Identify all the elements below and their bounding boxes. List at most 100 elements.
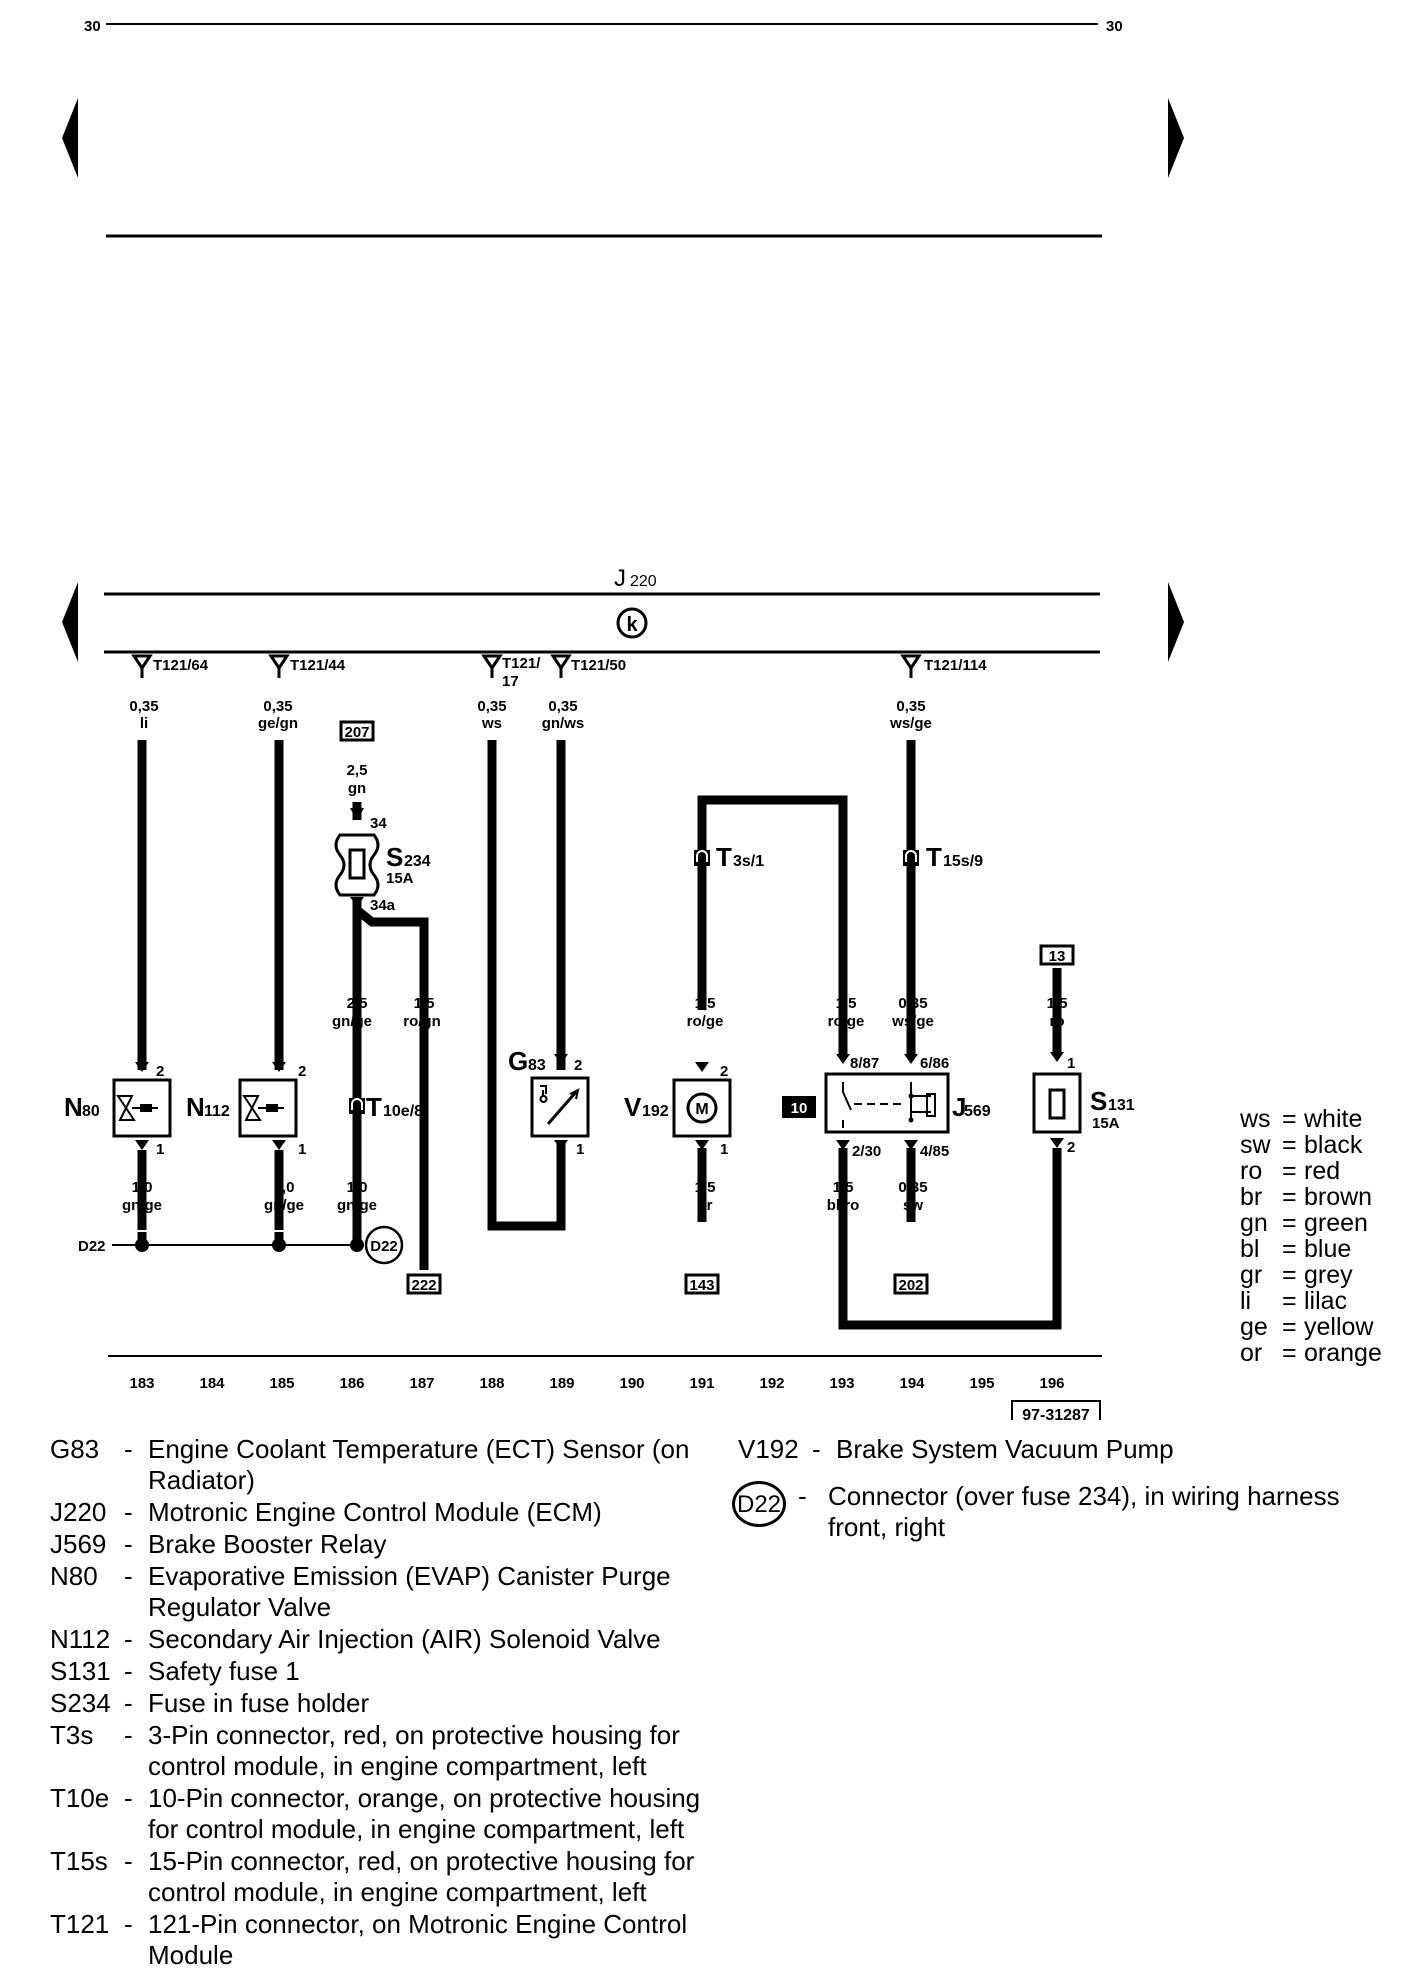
ecm-label-sub: 220 <box>630 573 657 590</box>
legend-code: T3s <box>50 1720 94 1750</box>
s234-pin-out: 34a <box>370 897 396 914</box>
connector-t10e: T 10e/8 <box>349 1092 423 1122</box>
color-name: black <box>1304 1131 1363 1159</box>
j569-p1: 8/87 <box>850 1055 879 1072</box>
color-abbr: sw <box>1240 1131 1271 1159</box>
legend-row: T3s-3-Pin connector, red, on protective … <box>50 1720 730 1782</box>
v192-pin-top: 2 <box>720 1063 728 1080</box>
w194-bot-size: 0,35 <box>898 1179 927 1196</box>
page-number-left: 30 <box>84 18 101 35</box>
s234-label: S <box>386 842 403 872</box>
legend-row: T15s-15-Pin connector, red, on protectiv… <box>50 1846 730 1908</box>
legend-code: T121 <box>50 1909 110 1939</box>
w194-bot-color: sw <box>903 1197 923 1214</box>
w186-upper-size: 2,5 <box>347 762 368 779</box>
ecm-symbol-text: k <box>626 614 638 636</box>
w189-color: gn/ws <box>542 715 585 732</box>
legend-dash: - <box>124 1909 133 1939</box>
color-abbr: br <box>1240 1183 1263 1211</box>
color-key-row: li=lilac <box>1240 1288 1382 1314</box>
g83-sub: 83 <box>528 1057 546 1074</box>
prev-section-arrow-icon[interactable] <box>62 582 78 662</box>
color-equals: = <box>1282 1105 1297 1133</box>
color-abbr: li <box>1240 1287 1252 1315</box>
v192-label: V <box>624 1092 642 1122</box>
legend-code: D22 <box>732 1481 786 1527</box>
color-name: brown <box>1304 1183 1373 1211</box>
w185-size: 0,35 <box>263 698 292 715</box>
w194-color: ws/ge <box>889 715 932 732</box>
s131-pin-top: 1 <box>1067 1055 1075 1072</box>
w193-size: 1,5 <box>836 995 857 1012</box>
next-page-arrow-icon[interactable] <box>1168 98 1184 178</box>
color-key-row: ws=white <box>1240 1106 1382 1132</box>
n112-sub: 112 <box>204 1103 230 1120</box>
legend-desc: 10-Pin connector, orange, on protective … <box>148 1783 701 1844</box>
color-abbr: gn <box>1240 1209 1268 1237</box>
w196-size: 1,5 <box>1047 995 1068 1012</box>
color-equals: = <box>1282 1261 1297 1289</box>
w188-color: ws <box>481 715 502 732</box>
pump-v192: 2 M 1 V 192 <box>624 1062 732 1158</box>
j569-p2: 6/86 <box>920 1055 949 1072</box>
next-section-arrow-icon[interactable] <box>1168 582 1184 662</box>
fuse-s234: 34 34a S 234 15A <box>334 808 431 914</box>
t3s-label: T <box>716 842 732 872</box>
legend-desc: Brake System Vacuum Pump <box>836 1434 1174 1464</box>
legend-right: V192 - Brake System Vacuum Pump D22 - Co… <box>732 1434 1378 1544</box>
legend-code: S131 <box>50 1656 111 1686</box>
pin-t121-44: T121/44 <box>290 657 346 674</box>
page-number-right: 30 <box>1106 18 1123 35</box>
w185-bot-color: gn/ge <box>264 1197 304 1214</box>
n112-label: N <box>186 1092 205 1122</box>
n80-label: N <box>64 1092 83 1122</box>
connector-t3s: T 3s/1 <box>694 842 764 872</box>
bottom-refs: 222 143 202 <box>406 1273 929 1295</box>
w193-bot-size: 1,5 <box>833 1179 854 1196</box>
ref-202: 202 <box>898 1277 923 1294</box>
w187-size: 1,5 <box>414 995 435 1012</box>
w186-lower-size: 2,5 <box>347 995 368 1012</box>
g83-pin-top: 2 <box>574 1057 582 1074</box>
color-abbr: ws <box>1240 1105 1271 1133</box>
ref-13: 13 <box>1049 948 1066 965</box>
ref-222: 222 <box>411 1277 436 1294</box>
ruler-number: 193 <box>829 1375 854 1392</box>
pin-t121-64: T121/64 <box>153 657 209 674</box>
pin-t121-114: T121/114 <box>924 657 987 674</box>
legend-code: T10e <box>50 1783 110 1813</box>
d22-junction: D22 D22 <box>78 1150 404 1265</box>
ruler-number: 187 <box>409 1375 434 1392</box>
color-key-row: or=orange <box>1240 1340 1382 1366</box>
legend-row-d22: D22 - Connector (over fuse 234), in wiri… <box>732 1481 1378 1543</box>
legend-desc: Safety fuse 1 <box>148 1656 300 1686</box>
prev-page-arrow-icon[interactable] <box>62 98 78 178</box>
ruler-number: 190 <box>619 1375 644 1392</box>
legend-dash: - <box>798 1481 807 1511</box>
s131-pin-bot: 2 <box>1067 1139 1075 1156</box>
v192-sub: 192 <box>642 1103 669 1120</box>
sensor-g83: G 83 2 1 <box>508 1046 590 1158</box>
legend-row: J569-Brake Booster Relay <box>50 1529 730 1560</box>
j569-p4: 4/85 <box>920 1143 949 1160</box>
t15s-label: T <box>926 842 942 872</box>
legend-dash: - <box>124 1783 133 1813</box>
color-abbr: gr <box>1240 1261 1263 1289</box>
legend-code: N112 <box>50 1624 111 1654</box>
legend-dash: - <box>124 1529 133 1559</box>
s131-label: S <box>1090 1086 1107 1116</box>
color-equals: = <box>1282 1235 1297 1263</box>
ruler-number: 188 <box>479 1375 504 1392</box>
t15s-sub: 15s/9 <box>943 853 983 870</box>
color-name: green <box>1304 1209 1368 1237</box>
s234-pin-in: 34 <box>370 815 387 832</box>
legend-desc: Fuse in fuse holder <box>148 1688 370 1718</box>
w191-color: ro/ge <box>687 1013 724 1030</box>
ecm-pins: T121/64 T121/44 T121/ 17 T121/50 T121/11… <box>131 654 987 690</box>
s131-sub: 131 <box>1108 1097 1135 1114</box>
legend-desc: 121-Pin connector, on Motronic Engine Co… <box>148 1909 688 1970</box>
legend-code: V192 <box>738 1434 799 1464</box>
legend-desc: 15-Pin connector, red, on protective hou… <box>148 1846 695 1907</box>
fuse-s131: 1 2 S 131 15A <box>1032 1052 1135 1156</box>
